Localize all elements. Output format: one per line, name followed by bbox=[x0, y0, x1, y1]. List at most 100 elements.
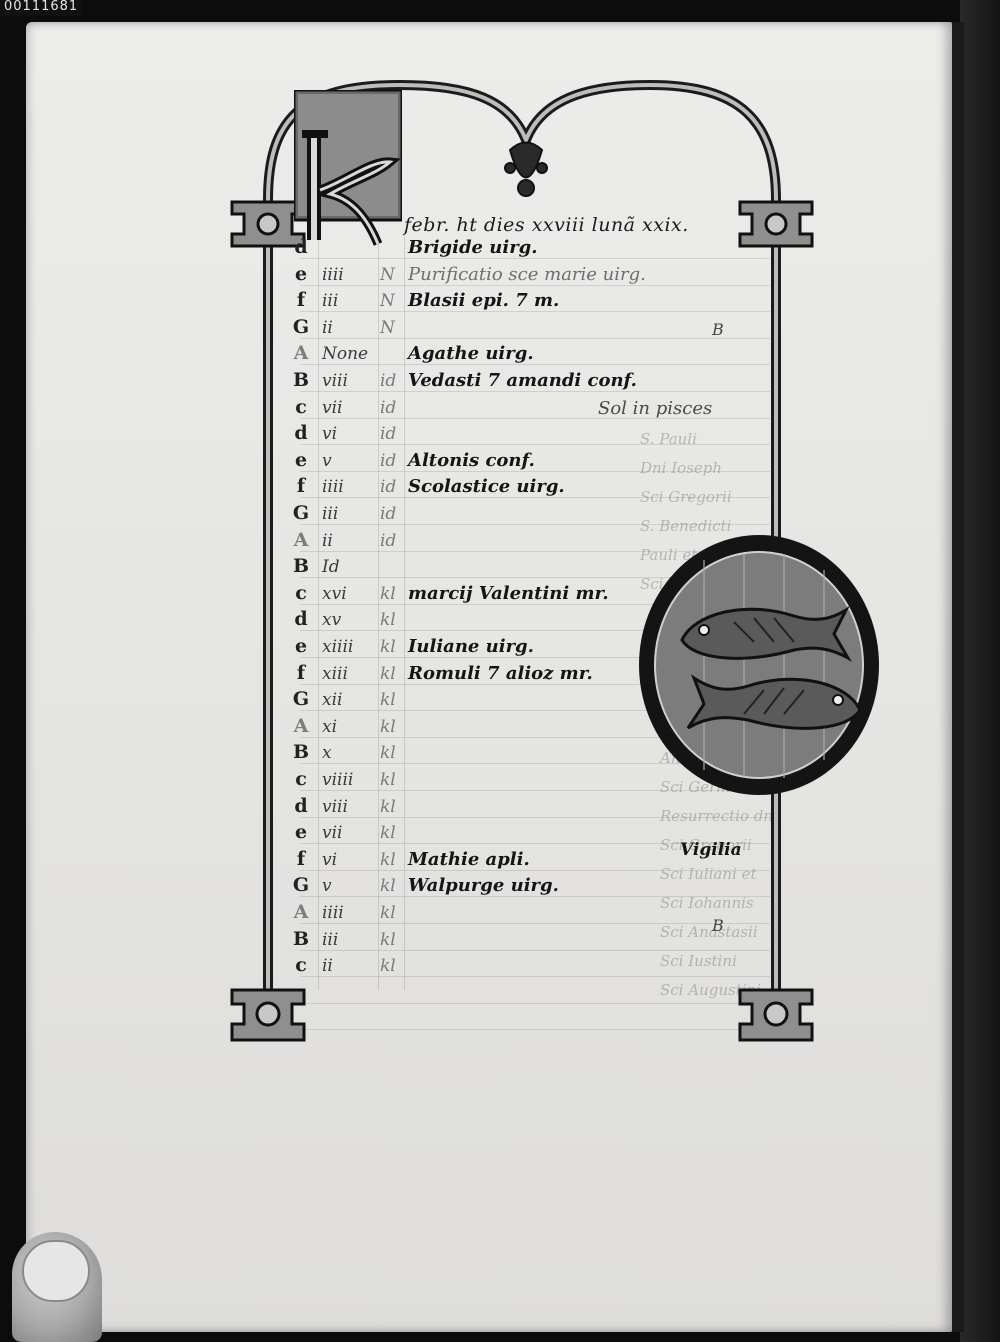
golden-number: iiii bbox=[322, 903, 344, 923]
frame-number: 00111681 bbox=[0, 0, 83, 16]
ruling-line bbox=[300, 524, 770, 525]
ghost-line: Resurrectio dni bbox=[660, 807, 778, 825]
golden-number: ii bbox=[322, 530, 333, 551]
ruling-line bbox=[300, 603, 770, 605]
ruling-line bbox=[300, 417, 770, 419]
dominical-letter: c bbox=[295, 395, 307, 418]
dominical-letter: d bbox=[294, 236, 308, 258]
base-bottom-left bbox=[230, 988, 306, 1042]
ruling-line bbox=[300, 976, 770, 978]
golden-number: xi bbox=[322, 716, 338, 737]
column-rule bbox=[378, 230, 379, 990]
roman-date-mark: id bbox=[380, 530, 397, 551]
dominical-letter: G bbox=[292, 315, 310, 338]
dominical-letter: G bbox=[292, 502, 310, 524]
roman-date-mark: kl bbox=[380, 823, 396, 844]
dominical-letter: d bbox=[294, 794, 308, 817]
ruling-line bbox=[300, 1029, 770, 1031]
golden-number: xvi bbox=[322, 583, 347, 604]
roman-date-mark: kl bbox=[380, 690, 396, 711]
ruling-line bbox=[300, 444, 770, 446]
golden-number: ii bbox=[322, 317, 333, 338]
golden-number: vii bbox=[322, 397, 343, 418]
dominical-letter: c bbox=[295, 768, 307, 790]
ruling-line bbox=[300, 311, 770, 313]
dominical-letter: B bbox=[292, 741, 310, 764]
ruling-line bbox=[300, 470, 770, 472]
dominical-letter: G bbox=[292, 874, 310, 897]
book-binding bbox=[960, 0, 1000, 1342]
ruling-line bbox=[300, 391, 770, 392]
ghost-line: Sci Iuliani et bbox=[660, 865, 757, 883]
roman-date-mark: kl bbox=[380, 849, 396, 870]
ruling-line bbox=[300, 284, 770, 286]
roman-date-mark: kl bbox=[380, 663, 396, 684]
roman-date-mark: kl bbox=[380, 716, 396, 737]
golden-number: v bbox=[322, 876, 332, 897]
ruling-line bbox=[300, 630, 770, 632]
base-bottom-right bbox=[738, 988, 814, 1042]
pisces-fish-upper bbox=[680, 605, 853, 662]
ruling-line bbox=[300, 790, 770, 791]
golden-number: xiiii bbox=[322, 637, 354, 657]
golden-number: iiii bbox=[322, 477, 344, 498]
roman-date-mark: kl bbox=[380, 770, 396, 790]
ghost-line: Sci Augustini bbox=[660, 981, 761, 999]
column-rule bbox=[404, 230, 405, 990]
dominical-letter: c bbox=[295, 954, 307, 977]
roman-date-mark: kl bbox=[380, 583, 396, 604]
ruling-line bbox=[300, 896, 770, 898]
dominical-letter: e bbox=[294, 635, 308, 657]
golden-number: iiii bbox=[322, 264, 344, 285]
ruling-line bbox=[300, 1002, 770, 1004]
ruling-line bbox=[300, 258, 770, 259]
dominical-letter: B bbox=[292, 369, 310, 391]
roman-date-mark: id bbox=[380, 397, 397, 418]
dominical-letter: d bbox=[294, 422, 308, 445]
dominical-letter: d bbox=[294, 608, 308, 631]
ghost-line: S. Benedicti bbox=[640, 517, 732, 535]
ruling-line bbox=[300, 949, 770, 951]
dominical-letter: f bbox=[296, 289, 306, 312]
roman-date-mark: id bbox=[380, 504, 397, 524]
ghost-line: Sci Iohannis bbox=[660, 894, 754, 912]
ghost-line: Sci Gregorii bbox=[640, 488, 732, 506]
dominical-letter: f bbox=[296, 475, 306, 498]
ruling-line bbox=[300, 364, 770, 366]
golden-number: viii bbox=[322, 371, 348, 391]
ruling-line bbox=[300, 337, 770, 339]
roman-date-mark: kl bbox=[380, 743, 396, 764]
feast-name: Walpurge uirg. bbox=[408, 875, 559, 897]
roman-date-mark: kl bbox=[380, 929, 396, 950]
golden-number: vi bbox=[322, 424, 338, 445]
feast-name: Altonis conf. bbox=[408, 449, 535, 471]
ruling-line bbox=[300, 657, 770, 658]
column-rule bbox=[318, 230, 319, 990]
feast-name: Iuliane uirg. bbox=[408, 636, 534, 657]
dominical-letter: e bbox=[294, 448, 308, 471]
dominical-letter: e bbox=[294, 821, 308, 844]
feast-name: Agathe uirg. bbox=[408, 343, 534, 365]
ruling-line bbox=[300, 577, 770, 579]
ruling-line bbox=[300, 497, 770, 499]
ruling-line bbox=[300, 843, 770, 845]
ghost-line: Sci Anastasii bbox=[660, 923, 758, 941]
golden-number: viii bbox=[322, 796, 348, 817]
